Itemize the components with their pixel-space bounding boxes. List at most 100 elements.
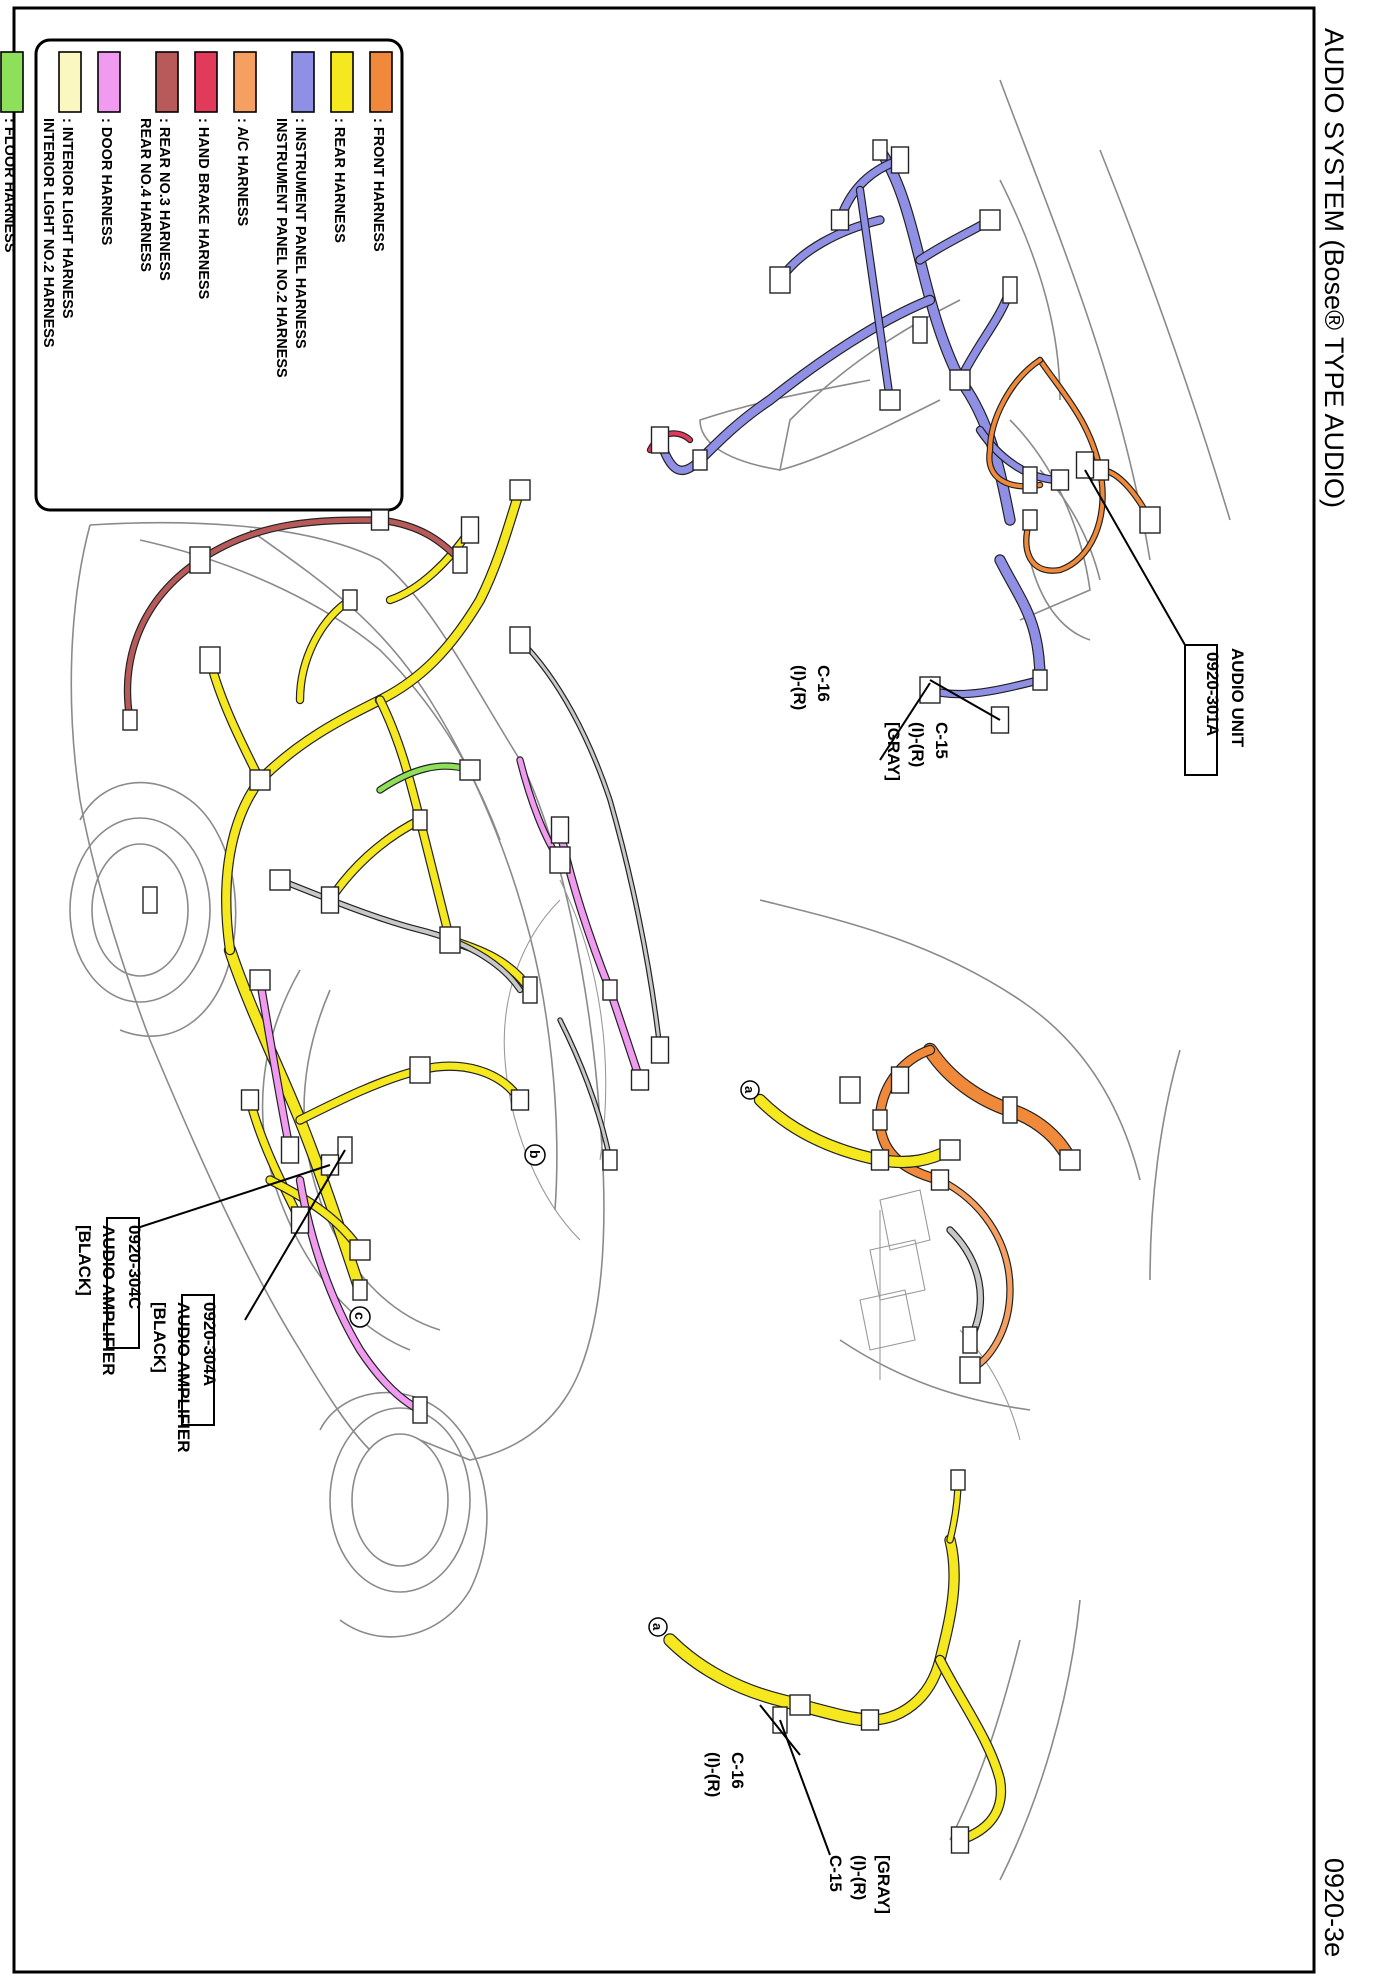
legend-label: : FLOOR HARNESS [1,118,17,253]
svg-text:b: b [527,1150,543,1159]
legend: : FRONT HARNESS: REAR HARNESS: INSTRUMEN… [0,38,404,512]
connector [249,969,271,991]
callout-c16-bottom: C-16 (I)-(R) [704,1752,747,1797]
harness-wire [864,1534,960,1726]
connector [522,976,538,1004]
connector [1059,1149,1081,1171]
legend-label: : FRONT HARNESS [370,118,386,252]
legend-label: : REAR NO.3 HARNESS [156,118,172,281]
legend-item: : DOOR HARNESS [97,51,121,246]
harness-wire [925,675,1045,699]
page-title: AUDIO SYSTEM (Bose® TYPE AUDIO) [1319,28,1349,508]
leader-lines [124,469,1186,1856]
connector [269,869,291,891]
connector [1050,469,1070,491]
vehicle-body-view [69,521,607,1638]
harness-wire [376,762,474,794]
connector [872,1109,888,1131]
legend-label: : DOOR HARNESS [98,118,114,246]
connector [240,1089,260,1111]
audio-unit-code-box [1184,644,1218,776]
harness-wire [663,1633,877,1727]
harness-wire [694,294,936,466]
harness-wire [855,185,895,405]
connector [939,1139,961,1161]
connector [452,546,468,574]
callout-c16-top: C-16 (I)-(R) [790,665,833,710]
connector [839,1076,861,1104]
c15-top-pins: (I)-(R) [908,722,927,767]
connector [459,759,481,781]
marker-a-rear-floor: a [648,1617,668,1637]
harness-wire [325,815,425,905]
harness-wire [517,637,663,1053]
connector [950,1826,970,1854]
connector [189,546,211,574]
harness-wire [255,975,295,1155]
connector [602,979,618,1001]
amp-a-name: AUDIO AMPLIFIER [174,1302,193,1452]
legend-swatch [97,51,121,113]
callout-c15-top: C-15 (I)-(R) [GRAY] [884,722,951,781]
connector [630,1069,650,1091]
amp-a-color: [BLACK] [150,1302,169,1373]
amp-c-code: 0920-304C [125,1225,144,1309]
connector [509,626,531,654]
connector [870,1149,890,1171]
harness-wire [276,876,524,994]
connector [1075,451,1095,479]
connector [879,389,901,411]
harness-wire [123,516,464,724]
harness-wire [986,356,1044,490]
marker-c: c [349,1306,371,1328]
legend-label: : A/C HARNESS [234,118,250,227]
connector [912,316,928,344]
connector [199,646,221,674]
legend-swatch [0,51,24,113]
c16-top-pins: (I)-(R) [790,665,809,710]
svg-text:a: a [742,1086,757,1094]
connector [409,1056,431,1084]
connector [412,1396,428,1424]
connector [830,209,850,231]
harness-wire [934,1654,1007,1846]
connector [789,1694,811,1716]
markers: a a b c [349,1080,760,1637]
connector [872,139,888,161]
connector [122,709,138,731]
legend-swatch [369,51,393,113]
connector [280,1136,300,1164]
amp-a-code-box [181,1294,215,1426]
harness-wire [223,943,367,1297]
legend-swatch [330,51,354,113]
audio-unit-code: 0920-301A [1203,652,1222,736]
connector [352,1279,368,1301]
connector [1139,506,1161,534]
legend-swatch [58,51,82,113]
legend-box [34,38,404,512]
harness-wire [753,1093,957,1169]
amp-a-code: 0920-304A [200,1302,219,1386]
page-border [12,6,1316,1974]
legend-label: INSTRUMENT PANEL NO.2 HARNESS [273,118,289,378]
connector [769,266,791,294]
connector [1002,276,1018,304]
legend-item: : FLOOR HARNESS [0,51,24,253]
connector [650,426,670,454]
connector [550,816,570,844]
harness-wire [516,756,564,864]
harness-wire [975,425,1065,485]
svg-text:a: a [650,1623,665,1631]
harness-wire [557,1017,613,1163]
connector [342,589,358,611]
c16-bottom-label: C-16 [728,1752,747,1789]
callout-audio-unit: AUDIO UNIT 0920-301A [1184,644,1247,776]
connector [249,769,271,791]
connector [370,509,390,531]
connector [509,479,531,501]
connector [930,1169,950,1191]
legend-label: : INSTRUMENT PANEL HARNESS [292,118,308,349]
